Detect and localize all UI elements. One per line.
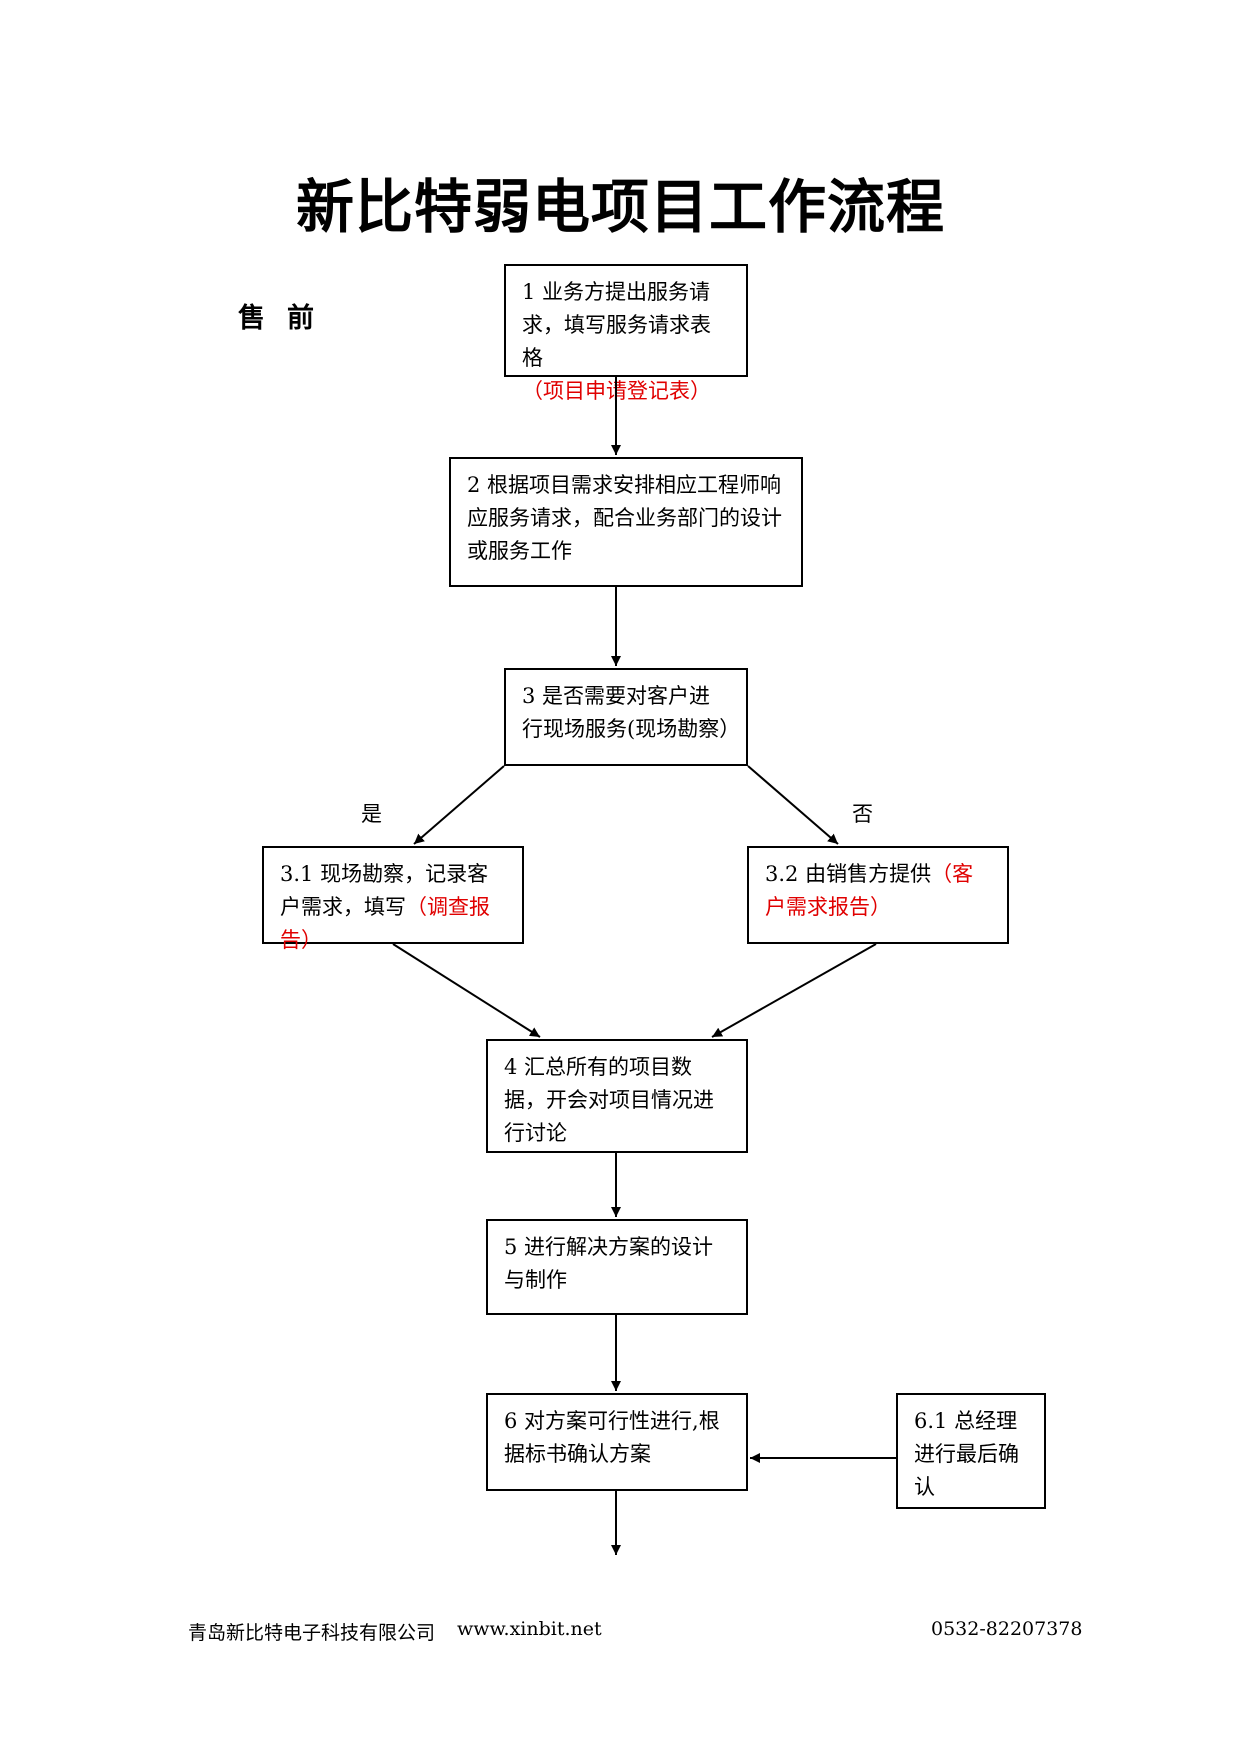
- step-5-box: 5 进行解决方案的设计与制作: [486, 1219, 748, 1315]
- step-3-text: 3 是否需要对客户进行现场服务(现场勘察）: [522, 684, 741, 741]
- step-3-1-text: 3.1 现场勘察，记录客户需求，填写: [280, 862, 489, 919]
- arrow-3-to-3-2: [747, 765, 839, 845]
- page-title: 新比特弱电项目工作流程: [295, 173, 945, 241]
- arrow-3-2-to-4: [711, 943, 877, 1038]
- arrow-3-1-to-4: [392, 943, 541, 1038]
- step-3-1-box: 3.1 现场勘察，记录客户需求，填写（调查报告）: [262, 846, 524, 952]
- footer-website[interactable]: www.xinbit.net: [457, 1618, 602, 1640]
- step-3-2-highlight: （客户需求报告）: [765, 862, 974, 919]
- step-6-box: 6 对方案可行性进行,根据标书确认方案: [486, 1393, 748, 1491]
- step-4-box: 4 汇总所有的项目数据，开会对项目情况进行讨论: [486, 1039, 748, 1153]
- step-1-text: 1 业务方提出服务请求，填写服务请求表格: [522, 280, 711, 370]
- section-label-presales: 售前: [238, 303, 336, 334]
- step-3-1-highlight: （调查报告）: [280, 895, 490, 952]
- step-1-box: 1 业务方提出服务请求，填写服务请求表格（项目申请登记表）: [504, 264, 748, 403]
- footer-company: 青岛新比特电子科技有限公司: [188, 1622, 436, 1644]
- branch-no-label: 否: [852, 802, 873, 826]
- step-2-box: 2 根据项目需求安排相应工程师响应服务请求，配合业务部门的设计或服务工作: [449, 457, 803, 587]
- step-2-text: 2 根据项目需求安排相应工程师响应服务请求，配合业务部门的设计或服务工作: [467, 473, 782, 563]
- step-5-text: 5 进行解决方案的设计与制作: [504, 1235, 714, 1292]
- step-4-text: 4 汇总所有的项目数据，开会对项目情况进行讨论: [504, 1055, 714, 1145]
- step-6-text: 6 对方案可行性进行,根据标书确认方案: [504, 1409, 720, 1466]
- arrow-3-to-3-1: [413, 765, 505, 845]
- step-3-box: 3 是否需要对客户进行现场服务(现场勘察）: [504, 668, 748, 766]
- step-6-1-box: 6.1 总经理进行最后确认: [896, 1393, 1046, 1509]
- step-3-2-box: 3.2 由销售方提供（客户需求报告）: [747, 846, 1009, 944]
- step-3-2-text: 3.2 由销售方提供: [765, 862, 932, 886]
- branch-yes-label: 是: [361, 802, 382, 826]
- footer-phone: 0532-82207378: [931, 1618, 1083, 1640]
- step-6-1-text: 6.1 总经理进行最后确认: [914, 1409, 1019, 1499]
